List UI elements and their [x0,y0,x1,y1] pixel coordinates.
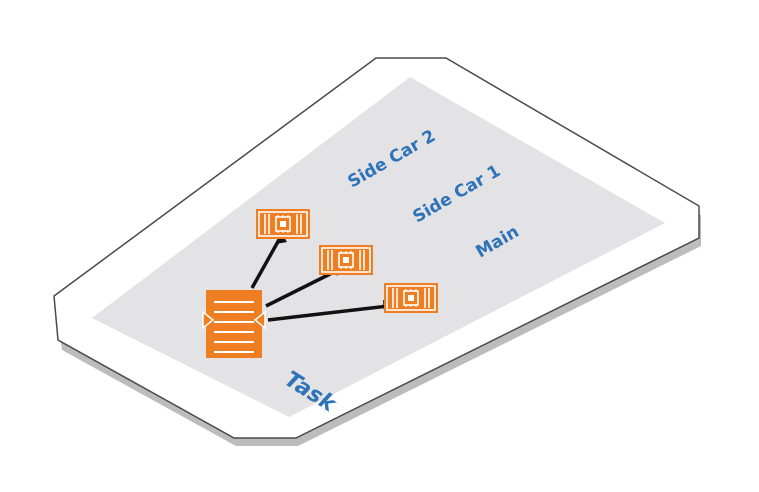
right-port [253,310,266,330]
chip-icon [383,282,439,314]
left-port [202,310,215,330]
connector-side-car-1 [265,267,341,308]
connector-main [267,304,389,322]
chip-icon [255,208,311,240]
connectors [250,237,389,322]
container-side-car-2[interactable] [255,208,311,240]
connector-side-car-2 [250,237,282,289]
task-platform [53,57,701,446]
chip-icon [318,244,374,276]
container-side-car-1[interactable] [318,244,374,276]
container-main[interactable] [383,282,439,314]
document-list-icon [206,290,262,358]
task-node[interactable] [202,290,266,358]
